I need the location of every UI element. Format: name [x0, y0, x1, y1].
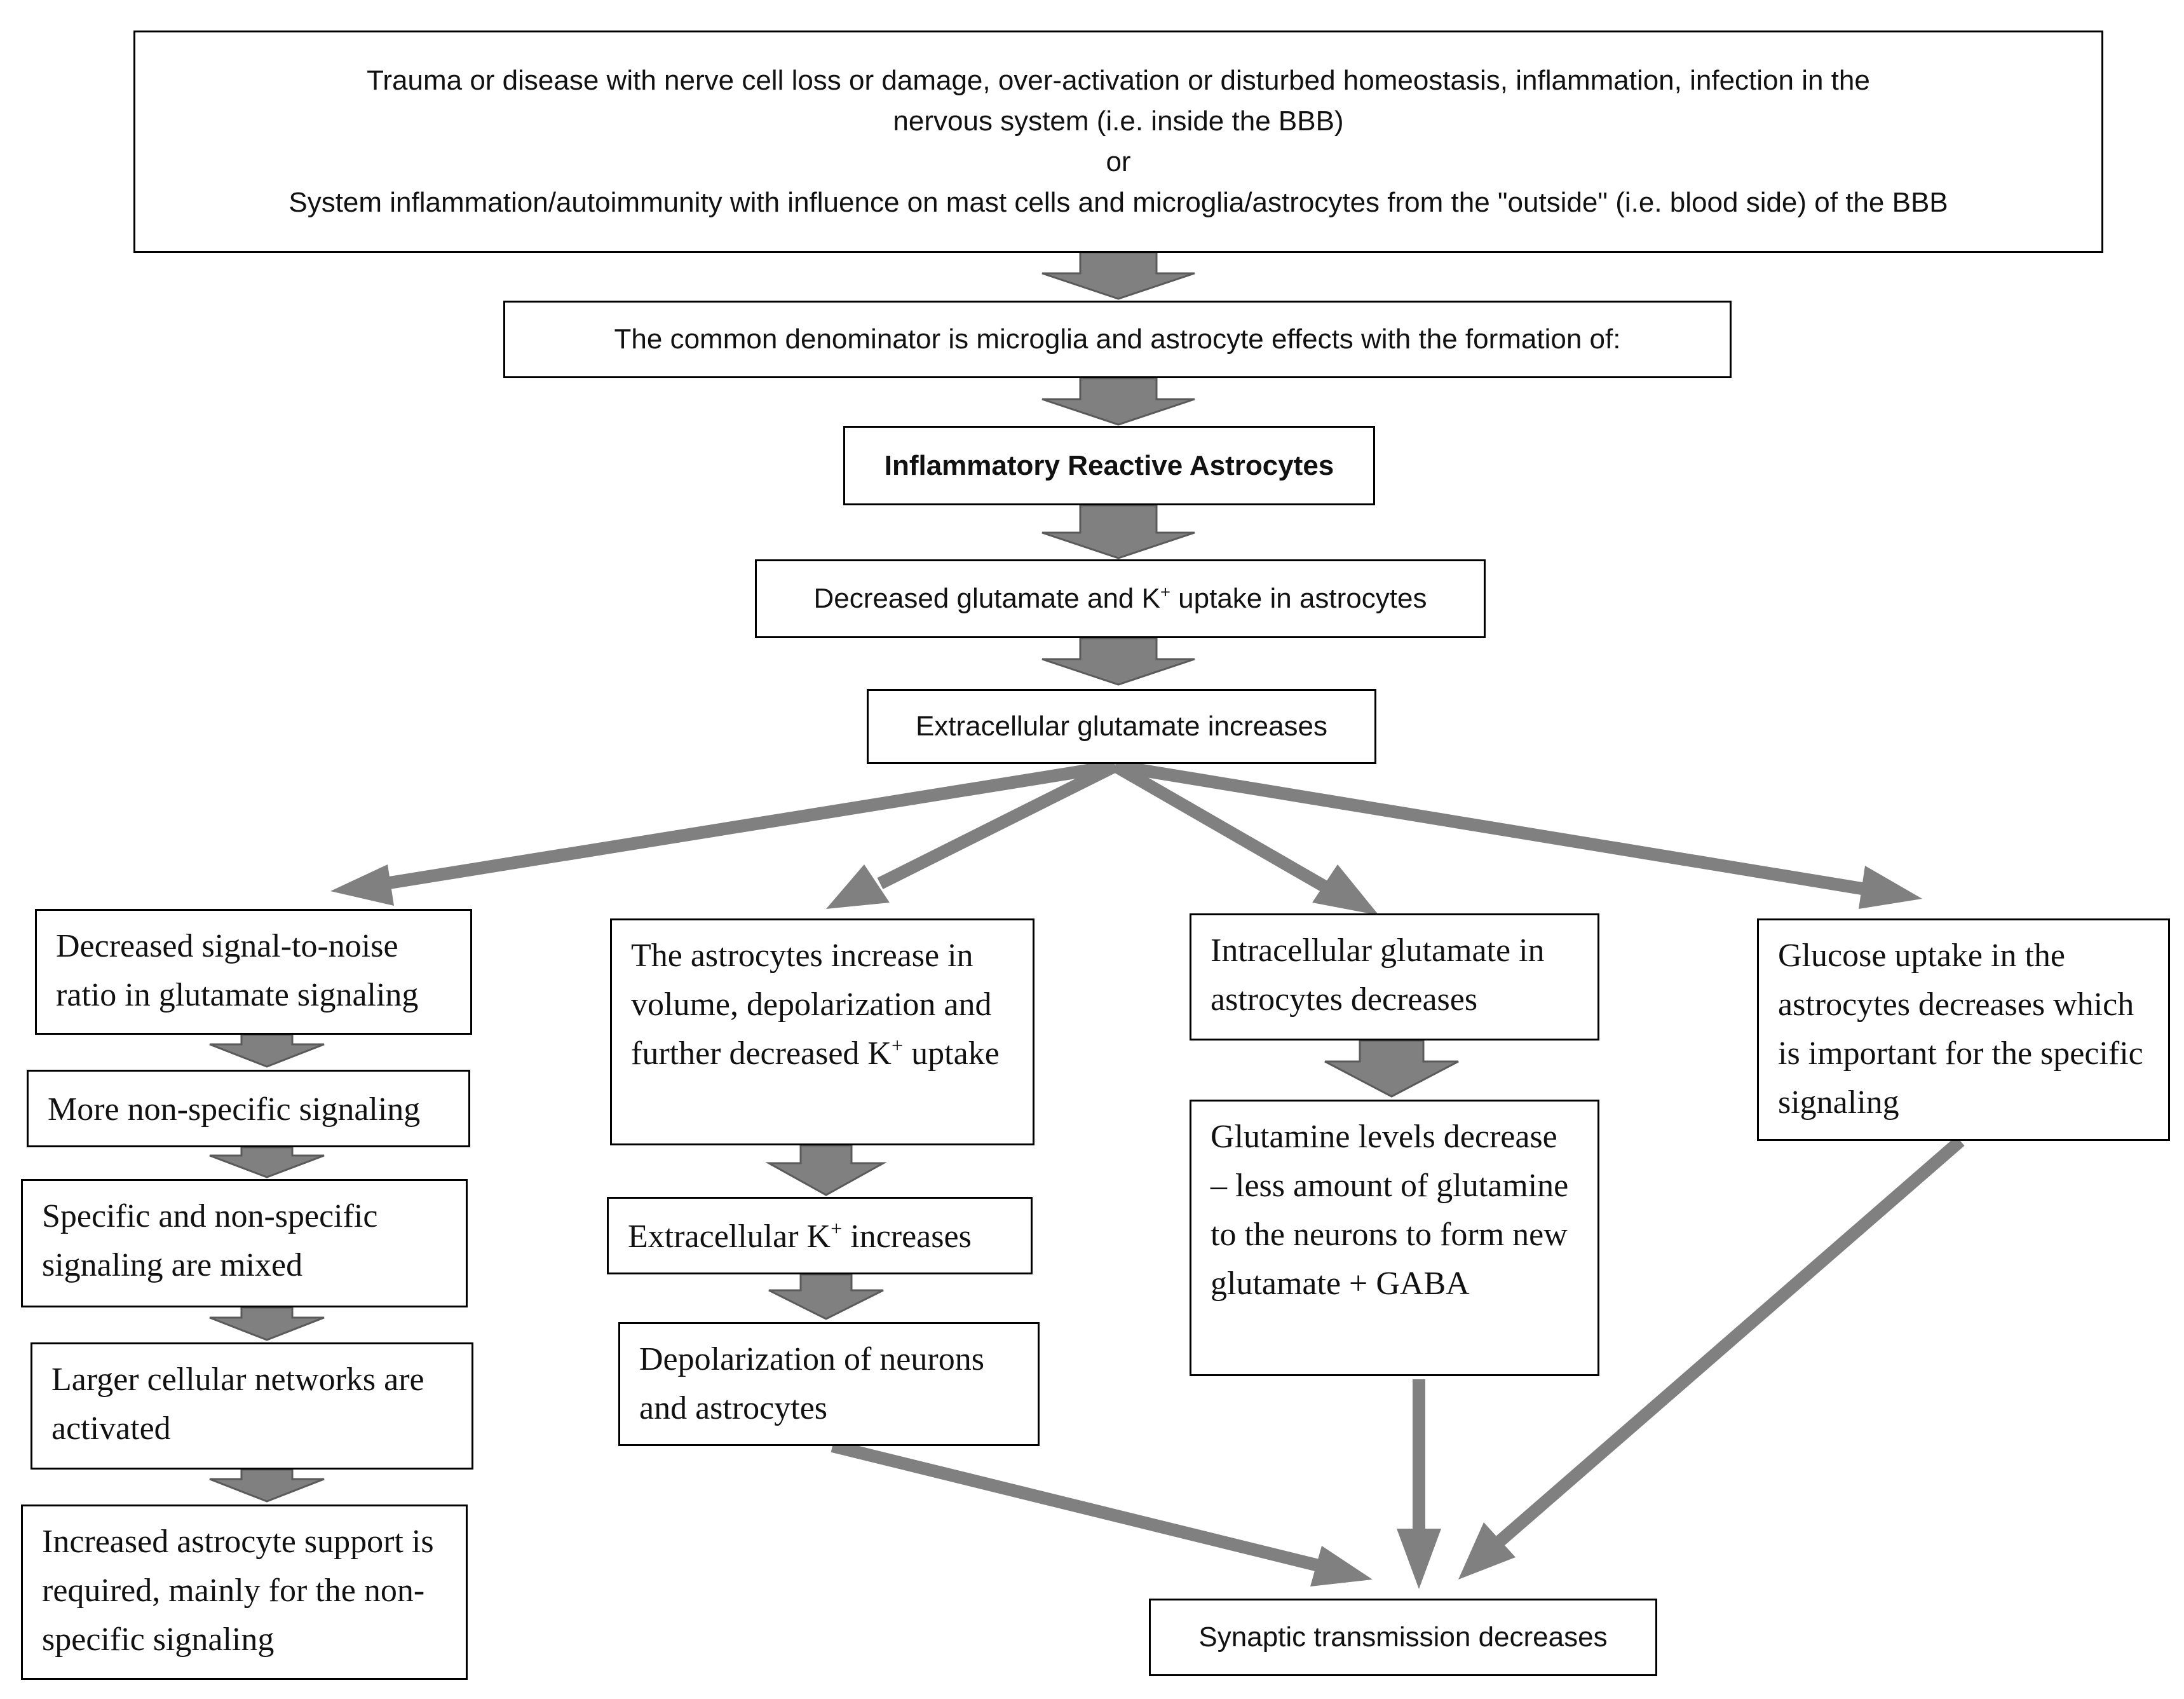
col3-intracellular-text: Intracellular glutamate in astrocytes de…: [1211, 932, 1545, 1018]
synaptic-box: Synaptic transmission decreases: [1149, 1599, 1657, 1676]
col1-snr-text: Decreased signal-to-noise ratio in gluta…: [56, 928, 419, 1013]
col2-extracellular-k-text-a: Extracellular K: [628, 1218, 831, 1255]
arrow-to-col2: [877, 760, 1118, 889]
col1-snr-box: Decreased signal-to-noise ratio in gluta…: [35, 909, 472, 1035]
arrow-down-1: [1041, 251, 1195, 300]
col1-support-text: Increased astrocyte support is required,…: [42, 1524, 434, 1658]
arrow-to-col4: [1114, 760, 1863, 895]
arrow-to-col1-head: [330, 864, 394, 906]
col1-nonspecific-box: More non-specific signaling: [27, 1070, 470, 1147]
arrow-col2-to-synaptic: [831, 1440, 1320, 1572]
col4-glucose-box: Glucose uptake in the astrocytes decreas…: [1757, 918, 2170, 1141]
reactive-astrocytes-box: Inflammatory Reactive Astrocytes: [843, 426, 1375, 505]
col4-glucose-text: Glucose uptake in the astrocytes decreas…: [1778, 938, 2143, 1121]
common-denominator-text: The common denominator is microglia and …: [614, 324, 1621, 355]
col3-glutamine-text: Glutamine levels decrease – less amount …: [1211, 1119, 1569, 1302]
trigger-line-3: System inflammation/autoimmunity with in…: [288, 186, 1948, 218]
col3-intracellular-box: Intracellular glutamate in astrocytes de…: [1190, 913, 1599, 1041]
arrow-to-col2-head: [826, 864, 890, 909]
col2-extracellular-k-box: Extracellular K+ increases: [607, 1197, 1033, 1274]
extracellular-glutamate-box: Extracellular glutamate increases: [867, 689, 1376, 764]
col2-volume-text-b: uptake: [903, 1035, 1000, 1072]
arrow-down-2: [1041, 377, 1195, 426]
col1-networks-text: Larger cellular networks are activated: [51, 1361, 424, 1447]
col2-extracellular-k-text-b: increases: [842, 1218, 972, 1255]
col2-volume-text: The astrocytes increase in volume, depol…: [631, 938, 1000, 1072]
decreased-uptake-box: Decreased glutamate and K+ uptake in ast…: [755, 559, 1486, 638]
arrow-down-col1-2: [209, 1146, 325, 1178]
arrow-down-col3-1: [1324, 1039, 1459, 1098]
col3-glutamine-box: Glutamine levels decrease – less amount …: [1190, 1100, 1599, 1376]
arrow-col4-to-synaptic-head: [1458, 1522, 1516, 1580]
arrow-down-col1-4: [209, 1468, 325, 1503]
arrow-down-col1-1: [209, 1034, 325, 1068]
k-plus-superscript: +: [891, 1034, 904, 1057]
decreased-uptake-text-a: Decreased glutamate and K: [813, 583, 1160, 615]
decreased-uptake-text-b: uptake in astrocytes: [1170, 583, 1427, 615]
trigger-line-1: Trauma or disease with nerve cell loss o…: [367, 65, 1870, 97]
arrow-col2-to-synaptic-head: [1310, 1546, 1373, 1586]
col1-networks-box: Larger cellular networks are activated: [31, 1342, 473, 1470]
k-plus-superscript: +: [1160, 582, 1170, 602]
k-plus-superscript: +: [831, 1217, 843, 1240]
col1-support-box: Increased astrocyte support is required,…: [21, 1505, 468, 1680]
col2-volume-text-a: The astrocytes increase in volume, depol…: [631, 938, 992, 1072]
arrow-down-col2-2: [768, 1273, 884, 1320]
extracellular-glutamate-text: Extracellular glutamate increases: [915, 711, 1328, 742]
trigger-box: Trauma or disease with nerve cell loss o…: [133, 31, 2103, 253]
common-denominator-box: The common denominator is microglia and …: [503, 301, 1732, 378]
arrow-to-col1: [380, 760, 1116, 890]
arrow-to-col3: [1112, 760, 1328, 892]
arrow-down-4: [1041, 637, 1195, 686]
col1-mixed-text: Specific and non-specific signaling are …: [42, 1198, 378, 1283]
reactive-astrocytes-text: Inflammatory Reactive Astrocytes: [884, 449, 1334, 481]
arrow-col4-to-synaptic: [1495, 1136, 1965, 1546]
col2-volume-box: The astrocytes increase in volume, depol…: [610, 918, 1034, 1145]
col1-mixed-box: Specific and non-specific signaling are …: [21, 1179, 468, 1307]
col2-depolarization-text: Depolarization of neurons and astrocytes: [639, 1341, 984, 1426]
decreased-uptake-text: Decreased glutamate and K+ uptake in ast…: [814, 578, 1427, 619]
synaptic-text: Synaptic transmission decreases: [1198, 1621, 1608, 1653]
arrow-col3-to-synaptic-head: [1397, 1529, 1441, 1589]
arrow-to-col3-head: [1312, 864, 1379, 915]
col1-nonspecific-text: More non-specific signaling: [48, 1091, 421, 1128]
arrow-down-col1-3: [209, 1306, 325, 1341]
col2-depolarization-box: Depolarization of neurons and astrocytes: [618, 1322, 1040, 1446]
col2-extracellular-k-text: Extracellular K+ increases: [628, 1218, 972, 1255]
arrow-down-3: [1041, 504, 1195, 559]
trigger-or: or: [1106, 146, 1131, 177]
arrow-down-col2-1: [765, 1144, 887, 1196]
trigger-line-2: nervous system (i.e. inside the BBB): [893, 106, 1344, 137]
arrow-to-col4-head: [1859, 866, 1922, 909]
